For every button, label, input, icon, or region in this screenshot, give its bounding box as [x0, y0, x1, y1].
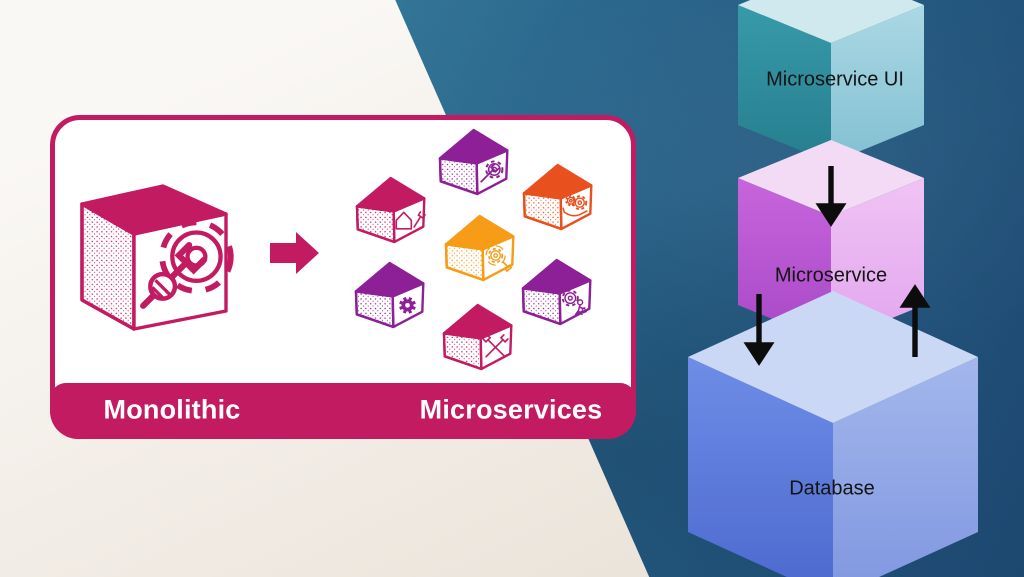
comparison-card: Monolithic Microservices — [50, 115, 636, 439]
microservices-label: Microservices — [419, 394, 603, 425]
label-microservice-ui: Microservice UI — [766, 68, 904, 91]
label-microservice: Microservice — [774, 264, 888, 287]
card-banner: Monolithic Microservices — [50, 383, 636, 439]
monolithic-label: Monolithic — [103, 394, 241, 425]
label-database: Database — [789, 477, 875, 500]
